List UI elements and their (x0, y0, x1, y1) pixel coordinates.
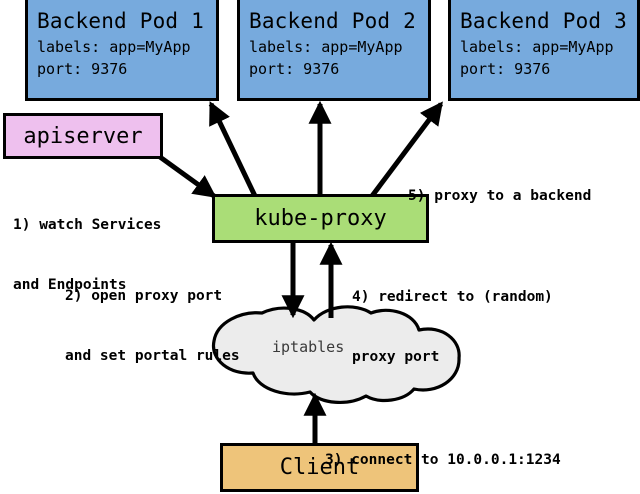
client-label: Client (279, 455, 360, 480)
kube-proxy-label: kube-proxy (254, 206, 387, 231)
kube-proxy-node[interactable]: kube-proxy (212, 194, 429, 243)
step-1-annotation: 1) watch Services and Endpoints (13, 175, 161, 315)
iptables-cloud (211, 305, 461, 404)
backend-pod-3-port: port: 9376 (460, 60, 551, 78)
backend-pod-1-title: Backend Pod 1 (37, 9, 204, 33)
backend-pod-1[interactable]: Backend Pod 1 labels: app=MyApp port: 93… (25, 0, 219, 101)
step-2-line-1: 2) open proxy port (65, 288, 223, 304)
step-5-line-1: 5) proxy to a backend (408, 188, 592, 204)
backend-pod-2-labels: labels: app=MyApp (249, 38, 403, 56)
step-2-line-2: and set portal rules (65, 348, 240, 364)
apiserver-label: apiserver (23, 123, 143, 149)
backend-pod-3-title: Backend Pod 3 (460, 9, 627, 33)
step-4-annotation: 4) redirect to (random) proxy port (352, 247, 553, 387)
backend-pod-1-port: port: 9376 (37, 60, 128, 78)
backend-pod-3[interactable]: Backend Pod 3 labels: app=MyApp port: 93… (448, 0, 640, 101)
backend-pod-3-labels: labels: app=MyApp (460, 38, 614, 56)
iptables-label: iptables (272, 338, 345, 356)
client-node[interactable]: Client (220, 443, 419, 492)
step-4-line-1: 4) redirect to (random) (352, 289, 553, 305)
apiserver-node[interactable]: apiserver (3, 113, 163, 159)
step-3-annotation: 3) connect to 10.0.0.1:1234 (325, 410, 561, 490)
arrow-apiserver-to-kubeproxy (158, 154, 217, 199)
step-1-line-1: 1) watch Services (13, 217, 162, 233)
arrow-kubeproxy-to-pod1 (208, 101, 258, 198)
step-5-annotation: 5) proxy to a backend (408, 146, 591, 226)
backend-pod-1-labels: labels: app=MyApp (37, 38, 191, 56)
backend-pod-2-title: Backend Pod 2 (249, 9, 416, 33)
step-3-line-1: 3) connect to 10.0.0.1:1234 (325, 452, 561, 468)
step-2-annotation: 2) open proxy port and set portal rules (65, 246, 240, 386)
arrow-kubeproxy-to-pod3 (370, 101, 443, 198)
step-1-line-2: and Endpoints (13, 277, 127, 293)
step-4-line-2: proxy port (352, 349, 440, 365)
backend-pod-2[interactable]: Backend Pod 2 labels: app=MyApp port: 93… (237, 0, 431, 101)
backend-pod-2-port: port: 9376 (249, 60, 340, 78)
